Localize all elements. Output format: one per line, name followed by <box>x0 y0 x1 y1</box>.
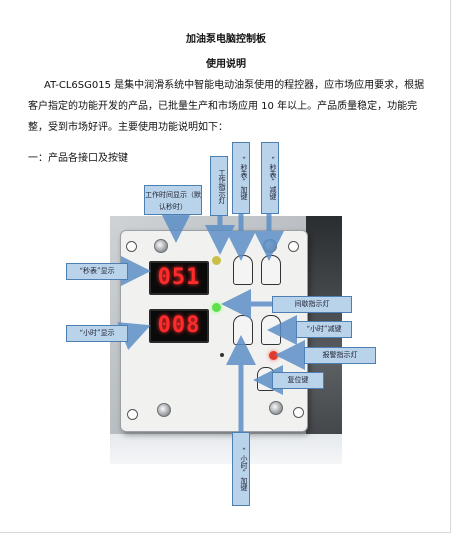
callout-alarm-indicator: 报警指示灯 <box>304 347 376 364</box>
photo-background-dark <box>306 216 342 464</box>
callout-hours-display: “小时”显示 <box>66 325 128 342</box>
doc-title: 加油泵电脑控制板 <box>186 34 266 45</box>
interval-indicator-led <box>212 303 221 312</box>
screw-bottom-right <box>269 401 283 415</box>
callout-work-indicator: 工作指示灯 <box>210 156 228 216</box>
alarm-indicator-led <box>269 351 278 360</box>
screw-bottom-left <box>157 403 171 417</box>
callout-seconds-minus: “秒表”减键 <box>261 142 279 214</box>
mount-hole-bottom-left <box>127 409 138 420</box>
callout-seconds-plus: “秒表”加键 <box>232 142 250 214</box>
callout-reset-key: 复位键 <box>272 372 324 389</box>
mount-hole-bottom-right <box>293 407 304 418</box>
intro-paragraph: AT-CL6SG015 是集中润滑系统中智能电动油泵使用的程控器，应市场应用要求… <box>28 80 425 133</box>
callout-interval-indicator: 间歇指示灯 <box>272 296 352 313</box>
mount-hole-top-left <box>126 241 137 252</box>
work-indicator-led <box>212 256 221 265</box>
callout-seconds-display: “秒表”显示 <box>66 263 128 280</box>
controller-panel: 051 008 <box>120 230 308 432</box>
callout-hours-minus: “小时”减键 <box>296 321 352 338</box>
callout-work-time-display: 工作时间显示（默认秒时） <box>144 185 202 215</box>
panel-dot <box>220 353 224 357</box>
mount-hole-top-right <box>288 241 299 252</box>
photo-background-floor <box>110 434 342 464</box>
hours-display: 008 <box>149 309 209 343</box>
doc-subtitle: 使用说明 <box>206 59 246 70</box>
callout-hours-plus: “小时”加键 <box>232 432 250 506</box>
section-heading: 一：产品各接口及按键 <box>28 153 128 164</box>
arrow-hours-display <box>117 322 151 351</box>
